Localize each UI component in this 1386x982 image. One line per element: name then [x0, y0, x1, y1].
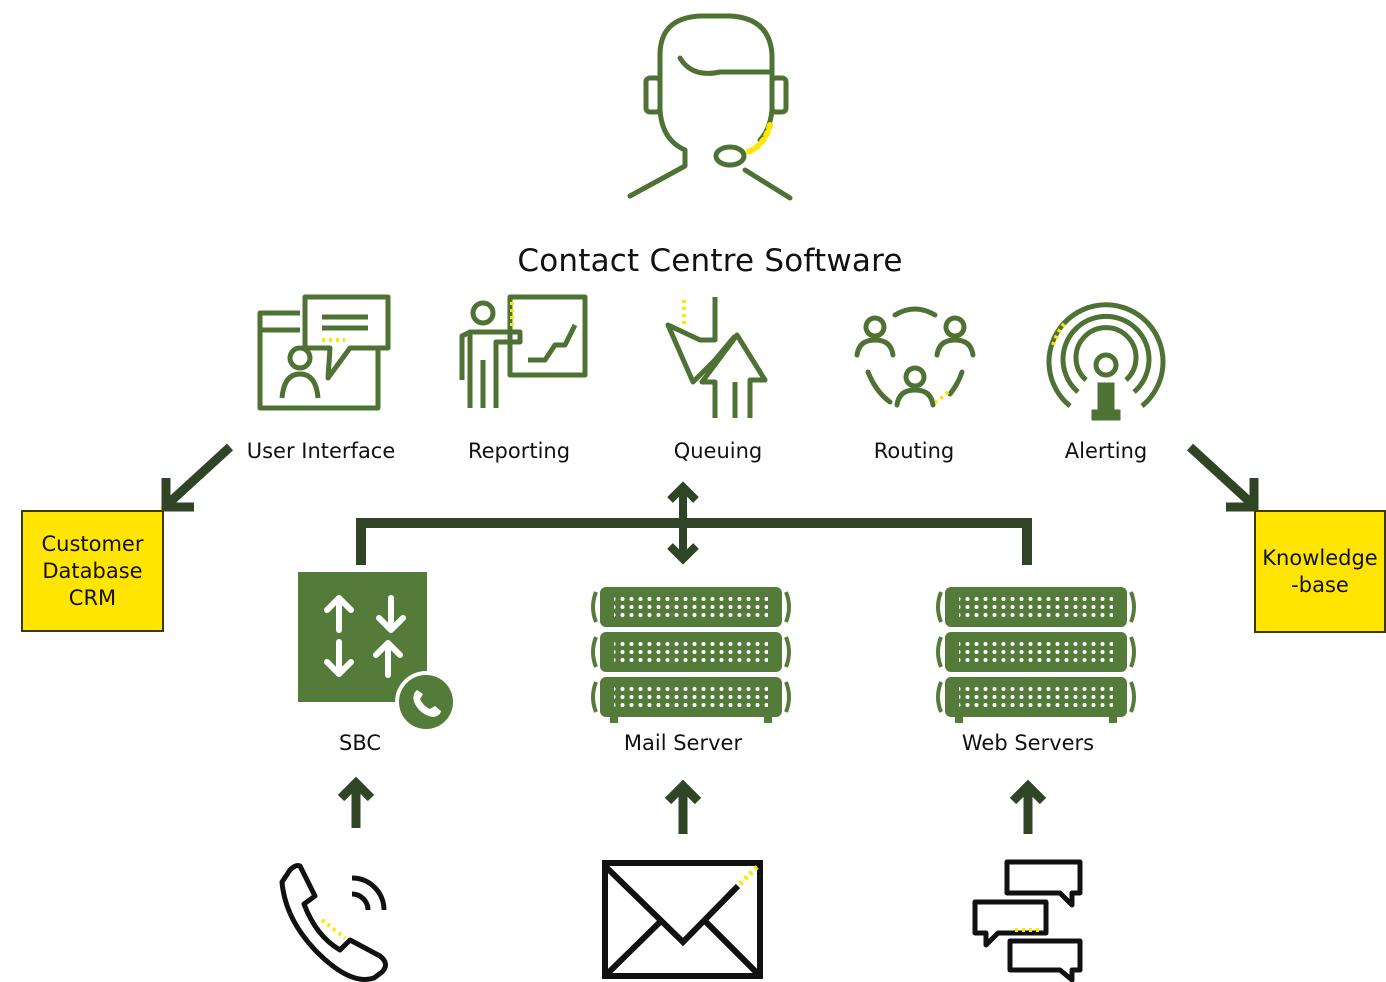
alerting-icon: [1046, 302, 1166, 421]
server-bus: [356, 518, 1032, 565]
server-label-web: Web Servers: [961, 731, 1095, 755]
component-label-user-interface: User Interface: [246, 439, 396, 463]
envelope-icon: [602, 860, 763, 979]
component-label-queuing: Queuing: [673, 439, 763, 463]
arrow-phone-to-sbc: [337, 776, 375, 828]
crm-box: Customer Database CRM: [21, 510, 164, 632]
bidirectional-arrow: [667, 481, 699, 565]
arrow-to-knowledgebase: [1186, 443, 1259, 512]
diagram-title: Contact Centre Software: [517, 243, 903, 279]
component-label-reporting: Reporting: [467, 439, 571, 463]
knowledgebase-box: Knowledge -base: [1254, 510, 1386, 633]
user-interface-icon: [257, 294, 391, 411]
routing-accent: [933, 390, 950, 404]
server-label-sbc: SBC: [338, 731, 382, 755]
mail-server-rack-icon: [593, 587, 789, 723]
agent-headset-icon: [627, 13, 793, 201]
arrow-email-to-mail: [664, 779, 702, 834]
arrow-to-crm: [161, 443, 234, 512]
queuing-icon: [665, 297, 768, 418]
headset-mic-accent: [745, 122, 773, 155]
component-label-alerting: Alerting: [1064, 439, 1148, 463]
server-label-mail: Mail Server: [623, 731, 743, 755]
web-servers-rack-icon: [938, 587, 1134, 723]
chat-bubbles-icon: [972, 859, 1083, 982]
reporting-icon: [459, 294, 588, 408]
alerting-accent: [1051, 320, 1068, 346]
component-label-routing: Routing: [873, 439, 955, 463]
arrow-chat-to-web: [1009, 779, 1047, 834]
phone-accent: [320, 918, 347, 940]
routing-icon: [854, 306, 976, 408]
sbc-icon: [298, 572, 457, 733]
envelope-accent: [738, 864, 760, 886]
phone-icon: [279, 863, 388, 982]
